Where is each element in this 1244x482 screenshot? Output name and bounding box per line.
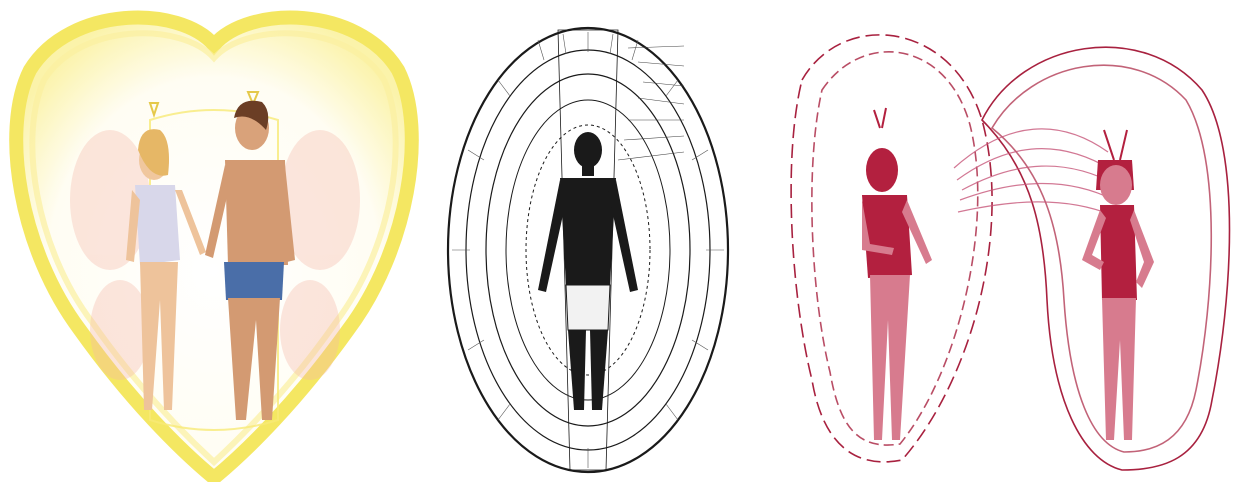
energy-cords-panel [782,0,1244,482]
aura-layers-panel [438,0,778,482]
woman-figure-right [1082,130,1154,440]
aura-outlines [791,35,1229,470]
standing-figure [538,132,638,410]
aura-layers-illustration [438,0,778,482]
heart-aura-panel [0,0,428,482]
woman-figure-left [862,108,932,440]
layer-label-pointers [618,46,684,160]
heart-aura-illustration [0,0,428,482]
energy-cords-illustration [782,0,1244,482]
